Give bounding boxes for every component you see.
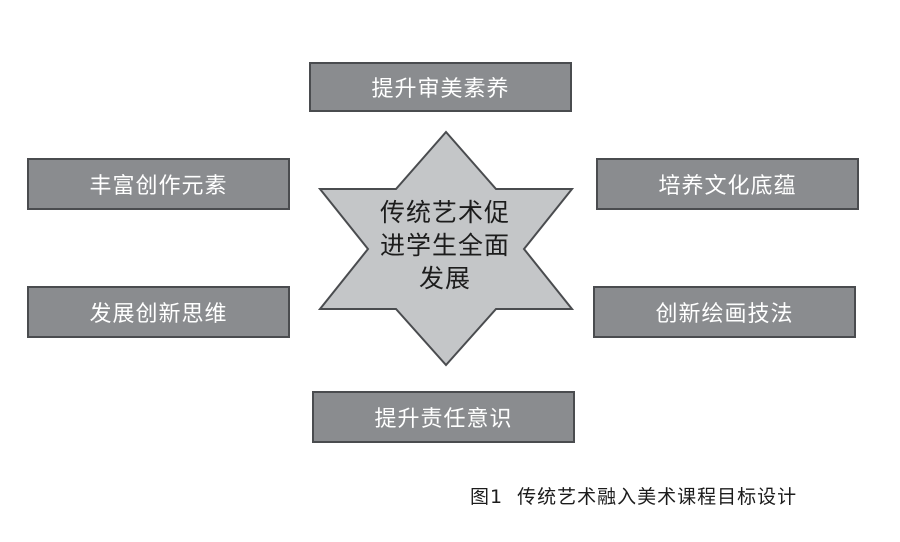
center-concept-label: 传统艺术促 进学生全面 发展 — [365, 196, 525, 295]
goal-label: 提升责任意识 — [374, 407, 513, 432]
star-polygon — [317, 130, 575, 367]
center-line-2: 进学生全面 — [379, 231, 510, 260]
goal-label: 提升审美素养 — [371, 77, 510, 102]
center-line-1: 传统艺术促 — [379, 198, 510, 227]
goal-box-aesthetic-literacy: 提升审美素养 — [309, 62, 572, 112]
goal-label: 丰富创作元素 — [89, 174, 228, 199]
center-line-3: 发展 — [418, 264, 471, 293]
goal-box-responsibility: 提升责任意识 — [312, 391, 575, 443]
goal-label: 发展创新思维 — [89, 302, 228, 327]
figure-number: 图1 — [470, 486, 504, 508]
figure-caption: 图1 传统艺术融入美术课程目标设计 — [470, 482, 880, 509]
goal-box-painting-techniques: 创新绘画技法 — [593, 286, 856, 338]
goal-box-creative-elements: 丰富创作元素 — [27, 158, 290, 210]
goal-label: 培养文化底蕴 — [658, 174, 797, 199]
figure-caption-text: 传统艺术融入美术课程目标设计 — [517, 486, 798, 508]
goal-label: 创新绘画技法 — [655, 302, 794, 327]
goal-box-cultural-heritage: 培养文化底蕴 — [596, 158, 859, 210]
goal-box-innovative-thinking: 发展创新思维 — [27, 286, 290, 338]
